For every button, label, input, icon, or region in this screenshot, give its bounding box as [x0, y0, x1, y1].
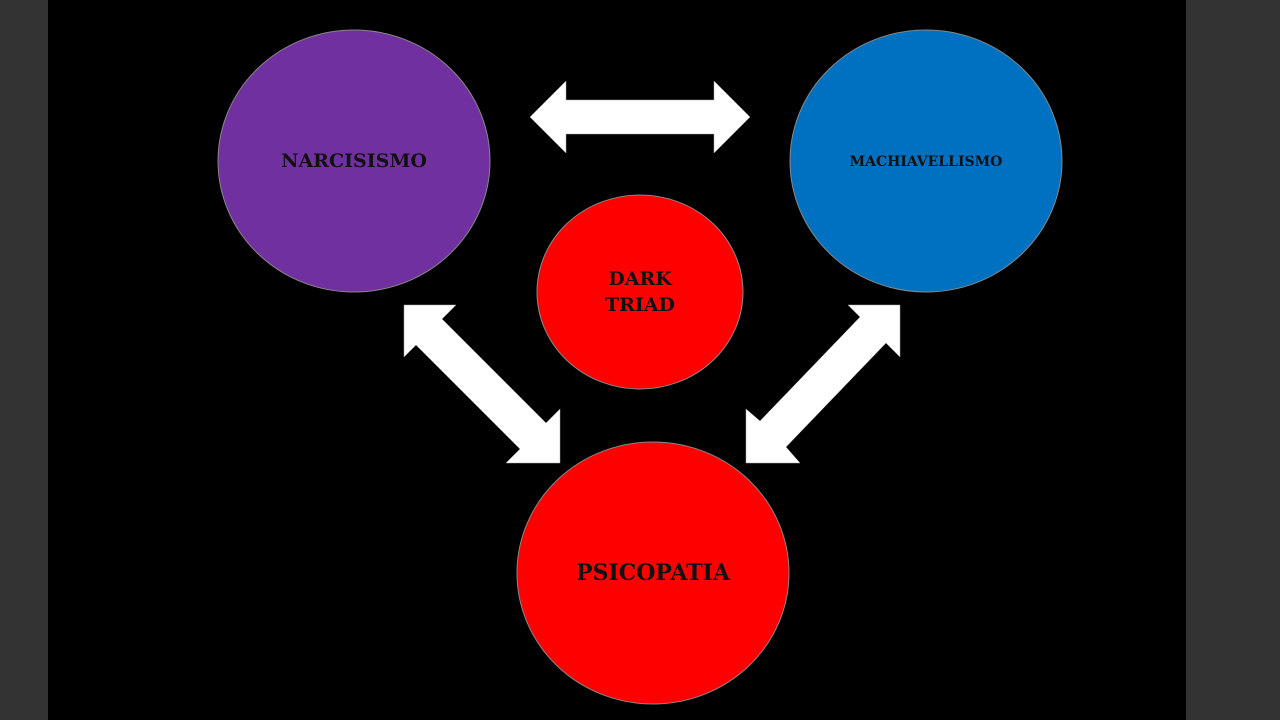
dark-triad-label-line1: DARK — [608, 268, 673, 290]
narcisismo-circle — [217, 29, 491, 293]
arrow-machiavellismo-psicopatia — [745, 304, 901, 464]
arrow-narcisismo-machiavellismo — [529, 80, 751, 154]
node-machiavellismo: MACHIAVELLISMO — [789, 29, 1063, 293]
node-dark-triad: DARK TRIAD — [536, 194, 744, 390]
arrow-narcisismo-psicopatia — [403, 304, 561, 464]
node-psicopatia: PSICOPATIA — [516, 441, 790, 705]
psicopatia-label: PSICOPATIA — [576, 560, 731, 586]
machiavellismo-circle — [789, 29, 1063, 293]
dark-triad-label-line2: TRIAD — [605, 294, 675, 316]
dark-triad-circle — [536, 194, 744, 390]
machiavellismo-label: MACHIAVELLISMO — [850, 154, 1003, 170]
node-narcisismo: NARCISISMO — [217, 29, 491, 293]
psicopatia-circle — [516, 441, 790, 705]
narcisismo-label: NARCISISMO — [281, 150, 427, 172]
